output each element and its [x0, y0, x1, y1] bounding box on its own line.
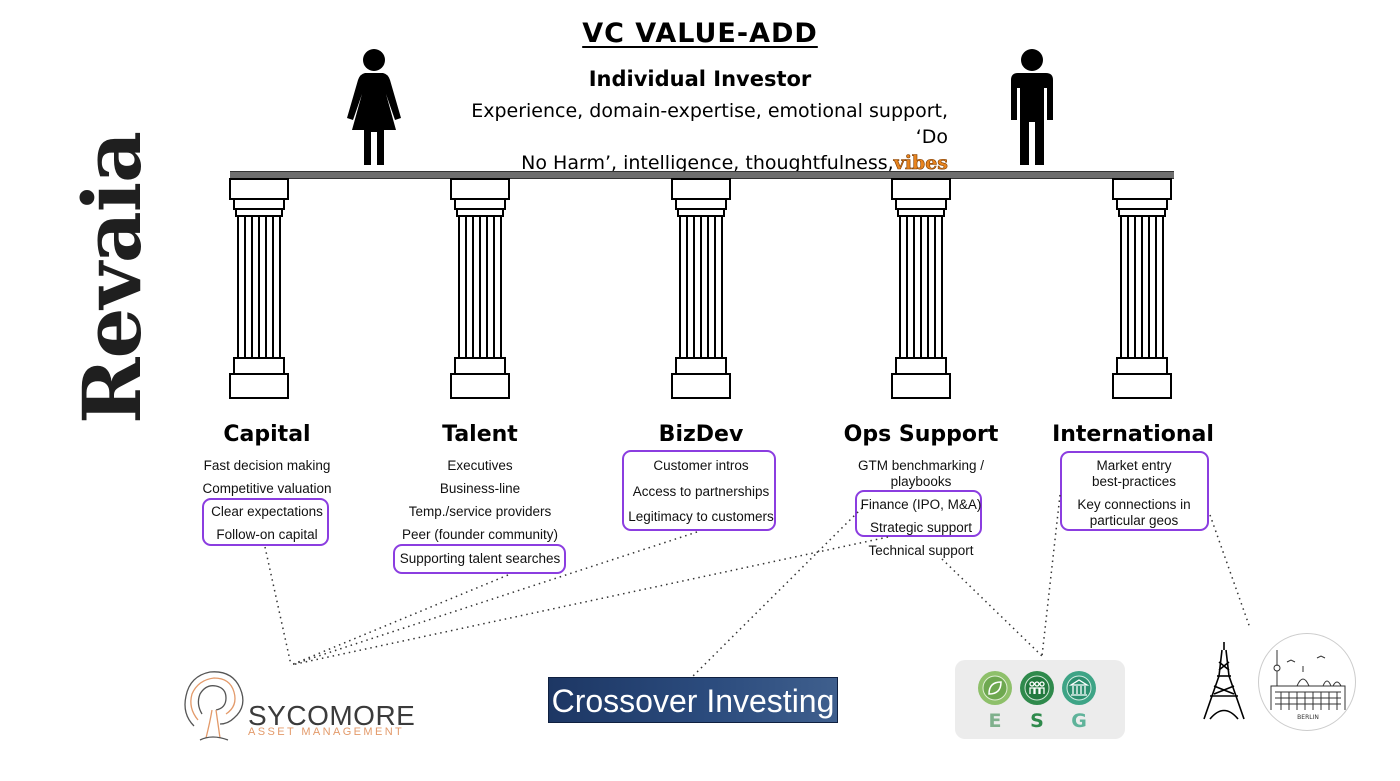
connector-capital-sycomore	[264, 546, 292, 666]
ops-item: GTM benchmarking /	[857, 458, 985, 473]
ops-item: Finance (IPO, M&A)	[860, 497, 982, 512]
pillar-label-international: International	[1052, 422, 1214, 447]
berlin-skyline-icon	[1270, 650, 1346, 710]
ops-item: Technical support	[868, 543, 974, 558]
sycomore-name: SYCOMORE	[248, 700, 416, 731]
ops-item: Strategic support	[869, 520, 973, 535]
people-icon	[1020, 671, 1054, 705]
pillar-label-bizdev: BizDev	[658, 422, 744, 447]
esg-letter-e: E	[988, 710, 1002, 732]
esg-letter-g: G	[1071, 710, 1087, 732]
pillar-label-capital: Capital	[223, 422, 311, 447]
capital-item: Follow-on capital	[216, 527, 318, 542]
capital-item: Clear expectations	[211, 504, 323, 519]
connector-international-esg	[1041, 494, 1061, 657]
crossover-investing-logo: Crossover Investing	[548, 677, 838, 723]
connector-ops-sycomore	[290, 536, 889, 666]
pillar-label-ops: Ops Support	[843, 422, 999, 447]
investor-description: Experience, domain-expertise, emotional …	[468, 98, 948, 176]
talent-item: Temp./service providers	[408, 504, 552, 519]
berlin-label: BERLIN	[1297, 714, 1319, 721]
sycomore-logo: SYCOMORE ASSET MANAGEMENT	[176, 664, 416, 744]
berlin-logo: BERLIN	[1258, 633, 1356, 731]
connector-bizdev-sycomore	[290, 531, 698, 666]
international-item: best-practices	[1091, 474, 1177, 489]
building-icon	[1062, 671, 1096, 705]
bizdev-item: Legitimacy to customers	[628, 509, 774, 524]
connector-talent-sycomore	[290, 574, 509, 666]
connector-ops-esg	[941, 558, 1043, 657]
talent-item: Executives	[447, 458, 513, 473]
esg-letter-s: S	[1030, 710, 1044, 732]
connector-international-cities	[1209, 514, 1251, 629]
man-figure-icon	[1011, 49, 1053, 165]
description-line-1: Experience, domain-expertise, emotional …	[471, 100, 948, 148]
description-line-2: No Harm’, intelligence, thoughtfulness,v…	[468, 150, 948, 176]
talent-item: Peer (founder community)	[401, 527, 559, 542]
description-line-2-text: No Harm’, intelligence, thoughtfulness,	[521, 152, 894, 174]
individual-investor-heading: Individual Investor	[588, 67, 812, 91]
capital-highlight-box	[202, 498, 329, 546]
international-item: Key connections in	[1077, 497, 1191, 512]
international-highlight-box	[1060, 451, 1209, 531]
esg-logo: E S G	[955, 660, 1125, 739]
vibes-highlight: vibes	[893, 152, 948, 175]
international-item: particular geos	[1089, 513, 1179, 528]
bizdev-item: Access to partnerships	[632, 484, 770, 499]
diagram-title: VC VALUE-ADD	[0, 18, 1400, 49]
connector-ops-crossover	[691, 507, 863, 678]
ops-highlight-box	[855, 490, 982, 537]
tree-icon	[184, 671, 244, 741]
talent-item: Supporting talent searches	[399, 551, 561, 566]
diagram-title-text: VC VALUE-ADD	[582, 18, 818, 49]
bizdev-highlight-box	[622, 450, 776, 531]
talent-highlight-box	[393, 544, 566, 574]
sycomore-sub: ASSET MANAGEMENT	[248, 726, 405, 738]
capital-item: Fast decision making	[203, 458, 331, 473]
capital-item: Competitive valuation	[202, 481, 332, 496]
pillar-label-talent: Talent	[442, 422, 518, 447]
leaf-icon	[978, 671, 1012, 705]
talent-item: Business-line	[439, 481, 521, 496]
bizdev-item: Customer intros	[653, 458, 749, 473]
eiffel-tower-icon	[1203, 642, 1245, 720]
ops-item: playbooks	[890, 474, 952, 489]
woman-figure-icon	[347, 49, 401, 165]
international-item: Market entry	[1096, 458, 1172, 473]
